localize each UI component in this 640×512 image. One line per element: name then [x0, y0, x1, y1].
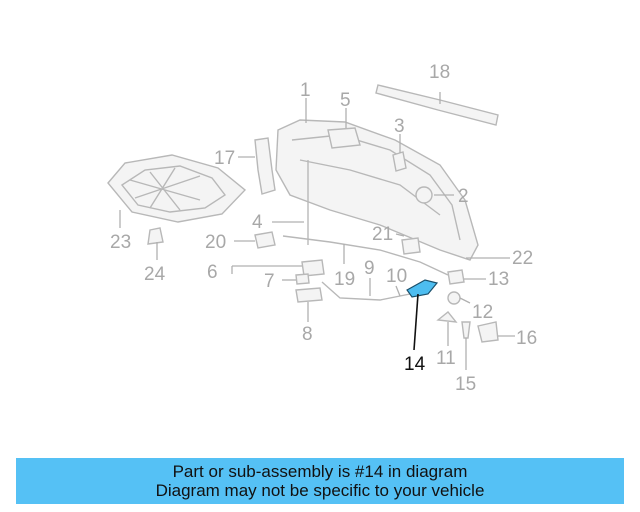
callout-2: 2: [458, 186, 469, 207]
clip-part-20: [254, 231, 276, 249]
callout-5: 5: [340, 90, 351, 111]
callout-23: 23: [110, 232, 131, 253]
latch-part: [327, 127, 361, 149]
cover-part-16: [477, 321, 499, 343]
callout-15: 15: [455, 374, 476, 395]
callout-6: 6: [207, 262, 218, 283]
pin-part-11: [436, 311, 458, 323]
callout-18: 18: [429, 62, 450, 83]
callout-21: 21: [372, 224, 393, 245]
callout-4: 4: [252, 212, 263, 233]
callout-24: 24: [144, 264, 166, 285]
callout-1: 1: [300, 80, 311, 101]
handle-part-6: [301, 259, 325, 277]
hood-insulation-part: [107, 154, 247, 223]
callout-19: 19: [334, 269, 355, 290]
bumper-part: [392, 151, 407, 172]
callout-16: 16: [516, 328, 537, 349]
info-banner: Part or sub-assembly is #14 in diagram D…: [16, 458, 624, 504]
pin-part-15: [461, 321, 471, 339]
callout-7: 7: [264, 271, 275, 292]
banner-line-part-number: Part or sub-assembly is #14 in diagram: [172, 462, 468, 481]
callout-11: 11: [436, 348, 456, 369]
highlighted-part-14[interactable]: [406, 279, 439, 298]
callout-8: 8: [302, 324, 313, 345]
callout-9: 9: [364, 258, 375, 279]
callout-22: 22: [512, 248, 533, 269]
cable-part-9: [321, 281, 411, 301]
callout-3: 3: [394, 116, 405, 137]
callout-12: 12: [472, 302, 493, 323]
banner-line-disclaimer: Diagram may not be specific to your vehi…: [155, 481, 485, 500]
callout-14: 14: [404, 354, 426, 375]
nut-part-12: [447, 291, 461, 305]
callout-10: 10: [386, 266, 407, 287]
callout-14-leader: [413, 293, 419, 351]
release-cable-part: [282, 235, 449, 276]
grommet-part: [415, 186, 433, 204]
clip-part-13: [447, 269, 465, 285]
hinge-part: [254, 137, 276, 195]
fastener-part-7: [295, 273, 310, 285]
callout-20: 20: [205, 232, 226, 253]
clip-part-24: [147, 227, 164, 245]
parts-diagram: 1 2 3 4 5 6 7 8 9 10 11 12 13 14 15 16 1…: [107, 62, 537, 395]
callout-17: 17: [214, 148, 235, 169]
callout-13: 13: [488, 269, 509, 290]
bracket-part-21: [401, 237, 421, 255]
cable-end-part-8: [295, 287, 323, 303]
